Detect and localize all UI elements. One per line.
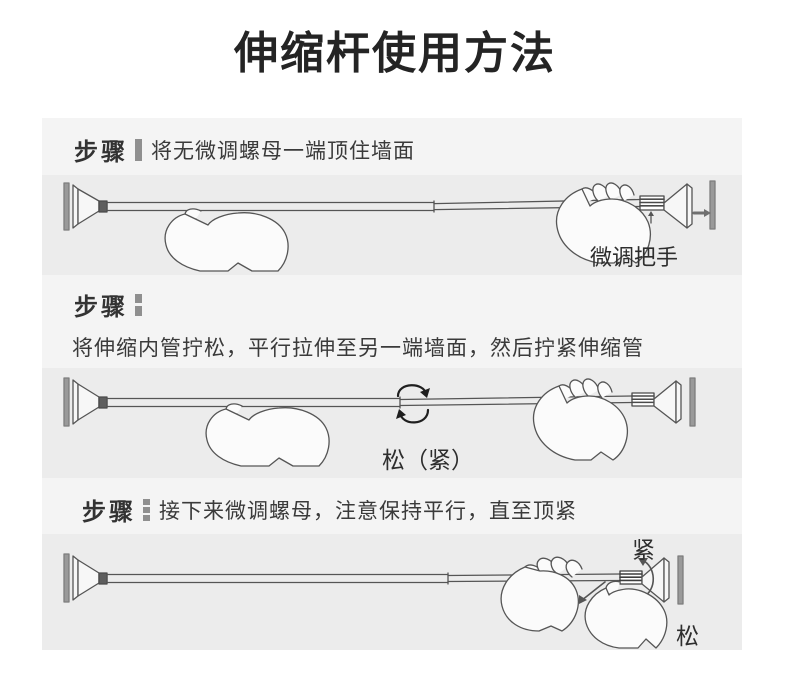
hand-right — [555, 182, 651, 264]
collar-left — [98, 572, 108, 585]
flange-left-rim — [72, 184, 79, 229]
wall-plate-left — [63, 553, 70, 603]
wall-plate-left — [63, 182, 70, 231]
telescopic-rod-diagram-3: 紧 松 — [63, 538, 699, 650]
page-title: 伸缩杆使用方法 — [234, 29, 556, 78]
step-1-number-marker — [135, 138, 142, 161]
telescopic-rod-diagram-2: 松（紧） — [63, 377, 696, 474]
step-3-label: 步骤 — [82, 498, 136, 526]
collar-left — [98, 200, 108, 213]
step-1-illustration: 微调把手 — [42, 175, 742, 275]
instruction-panel: 步骤 将无微调螺母一端顶住墙面 — [42, 118, 742, 650]
wall-plate-right — [689, 377, 696, 427]
loosen-label: 松 — [676, 624, 699, 650]
collar-left — [98, 396, 108, 409]
fine-adjust-handle-label: 微调把手 — [590, 246, 678, 271]
step-1-header: 步骤 将无微调螺母一端顶住墙面 — [42, 118, 742, 175]
push-to-wall-arrow — [692, 209, 711, 217]
flange-right-rim — [675, 380, 682, 424]
hand-right — [532, 378, 628, 461]
handle-pointer-arrow — [648, 211, 654, 224]
wall-plate-left — [63, 377, 70, 427]
step-2-label: 步骤 — [74, 293, 128, 321]
loosen-tighten-label: 松（紧） — [382, 448, 474, 474]
flange-right-cone — [663, 183, 688, 229]
flange-left-cone — [77, 383, 100, 421]
threaded-nut-right — [631, 392, 655, 407]
threaded-nut-right — [639, 195, 665, 211]
step-2-heading: 将伸缩内管拧松，平行拉伸至另一端墙面，然后拧紧伸缩管 — [72, 336, 644, 360]
step-3-heading: 接下来微调螺母，注意保持平行，直至顶紧 — [159, 498, 577, 523]
rod-outer — [106, 397, 401, 408]
tighten-label: 紧 — [632, 538, 655, 564]
telescopic-rod-diagram-1: 微调把手 — [63, 180, 716, 272]
wall-plate-right — [677, 555, 684, 605]
flange-right-rim — [663, 557, 670, 603]
rod-outer — [106, 573, 449, 584]
step-1-heading: 将无微调螺母一端顶住墙面 — [151, 138, 415, 163]
hand-left — [205, 403, 330, 467]
rotate-arrow-lower — [396, 408, 430, 424]
step-3-illustration: 紧 松 — [42, 534, 742, 650]
step-3-number-marker — [143, 498, 150, 521]
rod-outer — [106, 201, 435, 212]
flange-left-cone — [77, 559, 100, 597]
hand-left — [164, 208, 289, 272]
step-3-header: 步骤 接下来微调螺母，注意保持平行，直至顶紧 — [42, 478, 742, 534]
step-2-illustration: 松（紧） — [42, 368, 742, 478]
flange-left-cone — [77, 188, 100, 225]
flange-left-rim — [72, 379, 79, 425]
hand-lower — [584, 580, 668, 649]
flange-right-rim — [686, 183, 693, 229]
wall-plate-right — [709, 180, 716, 230]
hand-upper — [500, 556, 606, 632]
flange-left-rim — [72, 555, 79, 601]
step-2-number-marker — [135, 293, 142, 316]
step-1-label: 步骤 — [74, 138, 128, 166]
threaded-nut-right — [619, 570, 643, 585]
step-2-header: 步骤 将伸缩内管拧松，平行拉伸至另一端墙面，然后拧紧伸缩管 — [42, 275, 742, 368]
rotate-arrow-upper — [396, 384, 430, 398]
flange-right-cone — [653, 380, 677, 424]
